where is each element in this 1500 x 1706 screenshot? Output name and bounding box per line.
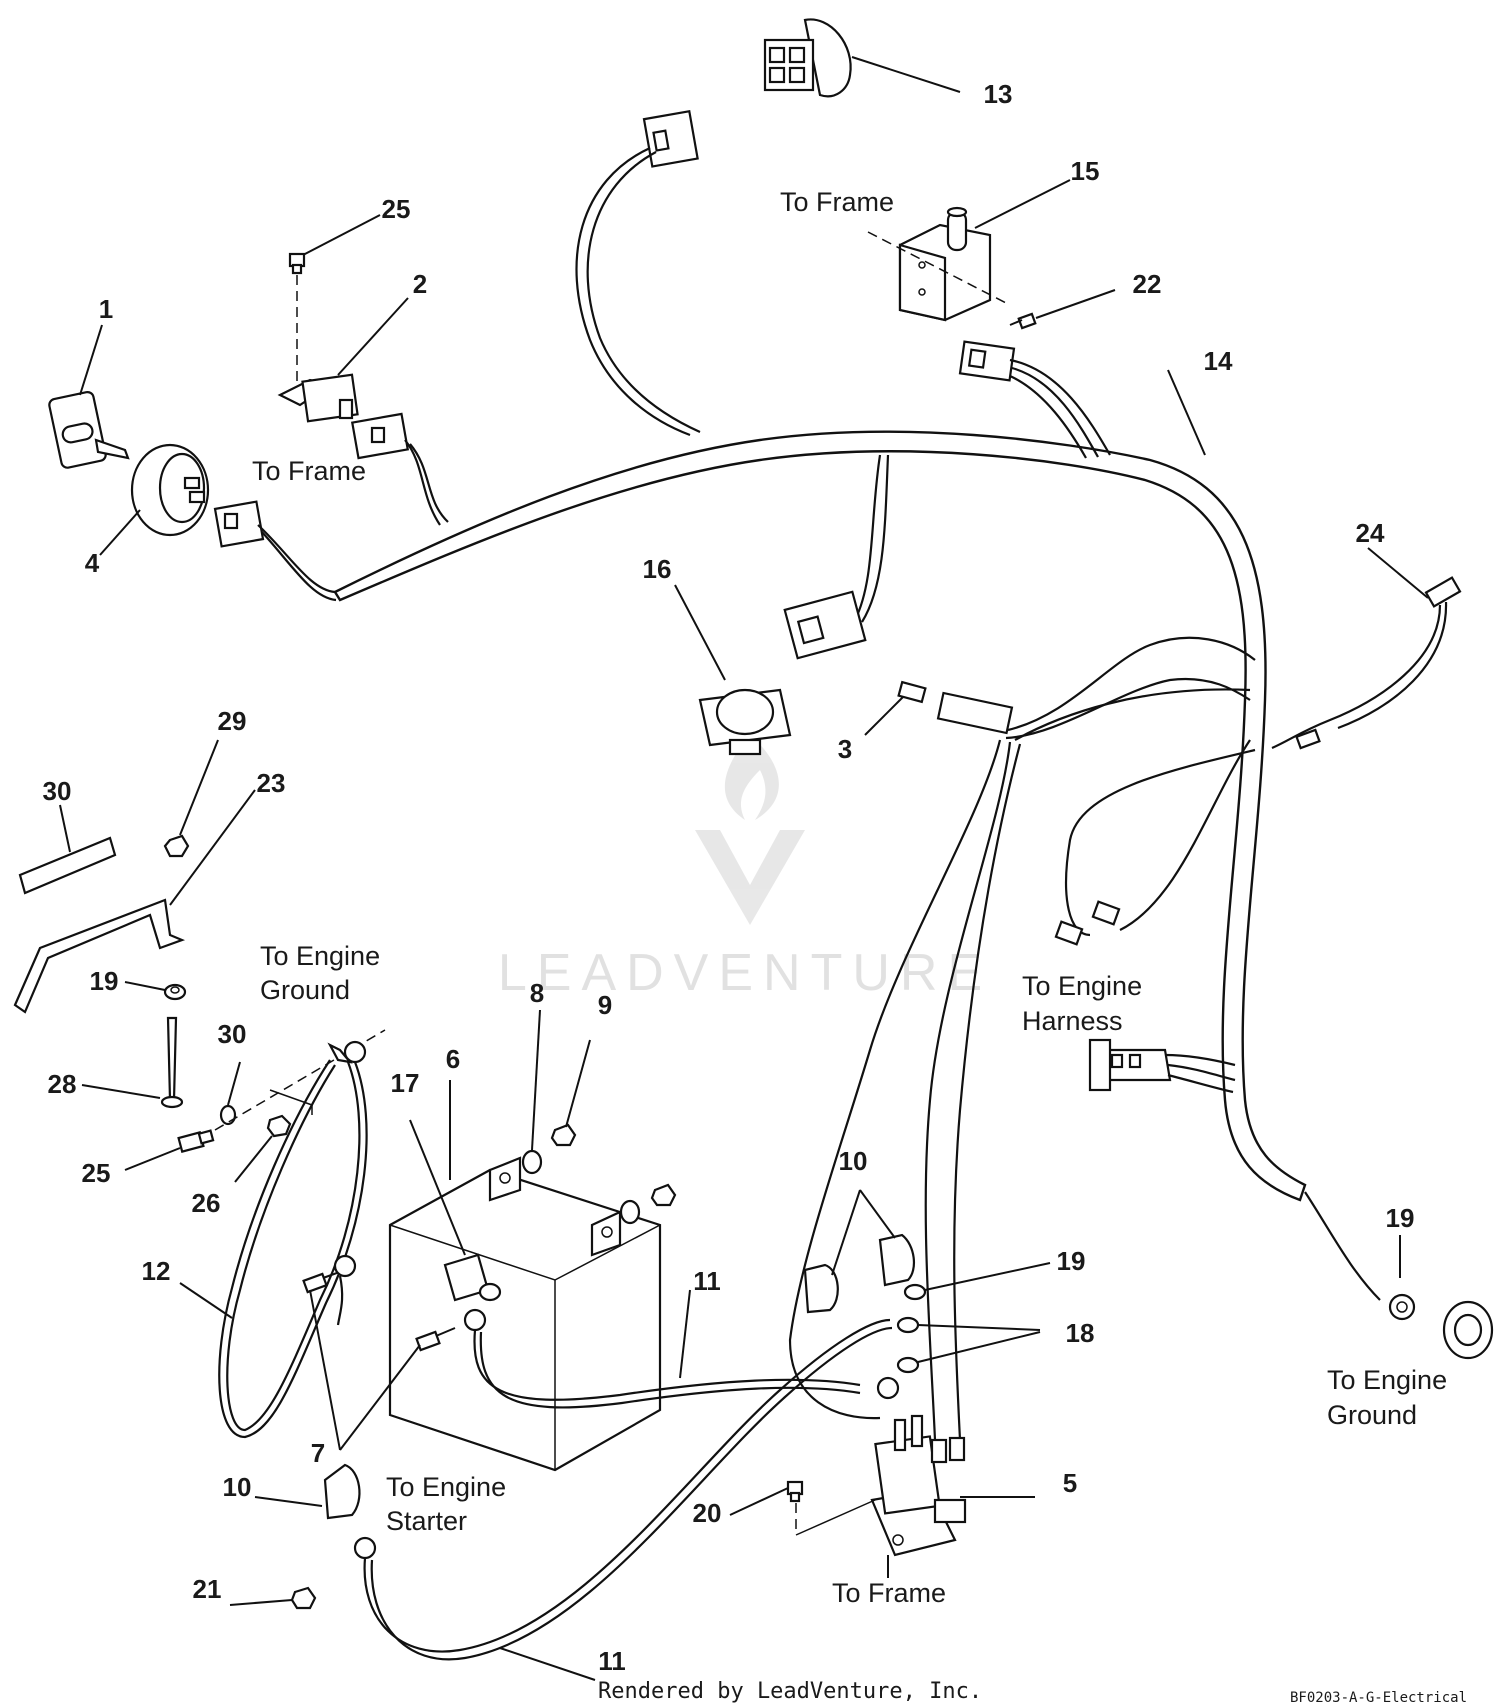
labels: To Frame To Frame To Frame To Engine Gro… <box>252 187 1447 1608</box>
part-26-nut[interactable] <box>266 1114 292 1138</box>
callout-12: 12 <box>142 1256 171 1286</box>
part-12-ground-cable[interactable] <box>218 1040 368 1439</box>
main-harness[interactable] <box>333 430 1307 1202</box>
label-engine-starter-1: To Engine <box>386 1472 506 1502</box>
label-engine-ground-right-2: Ground <box>1327 1400 1417 1430</box>
part-19-nut-left[interactable] <box>163 983 187 1001</box>
watermark: LEADVENTURE <box>498 735 992 1002</box>
part-22-screw[interactable] <box>1009 312 1037 330</box>
part-11-cable-lower[interactable] <box>353 1318 893 1661</box>
part-2-relay[interactable] <box>277 373 359 423</box>
part-25-screw-left[interactable] <box>177 1129 215 1153</box>
callout-3: 3 <box>838 734 852 764</box>
callout-16: 16 <box>643 554 672 584</box>
part-19-nut-middle[interactable] <box>903 1283 927 1301</box>
label-engine-starter-2: Starter <box>386 1506 467 1536</box>
part-10-boots-right[interactable] <box>803 1233 916 1314</box>
ignition-connector[interactable] <box>213 500 337 602</box>
callout-20: 20 <box>693 1498 722 1528</box>
part-9-nut[interactable] <box>550 1123 677 1207</box>
label-engine-harness-1: To Engine <box>1022 971 1142 1001</box>
callout-7: 7 <box>311 1438 325 1468</box>
part-5-solenoid[interactable] <box>870 1414 967 1557</box>
label-engine-ground-right-1: To Engine <box>1327 1365 1447 1395</box>
callout-10-left: 10 <box>223 1472 252 1502</box>
part-20-screw[interactable] <box>786 1480 804 1503</box>
top-plug[interactable] <box>575 109 701 437</box>
part-28-stud[interactable] <box>160 1016 184 1109</box>
part-7-bolts[interactable] <box>302 1254 456 1352</box>
callout-10-right: 10 <box>839 1146 868 1176</box>
part-16-sensor[interactable] <box>698 688 792 756</box>
callout-25-left: 25 <box>82 1158 111 1188</box>
part-25-screw-top[interactable] <box>288 252 306 275</box>
callout-19-right: 19 <box>1386 1203 1415 1233</box>
part-19-ring-terminal-right[interactable] <box>1388 1293 1416 1321</box>
switch-connector[interactable] <box>958 340 1111 459</box>
callout-13: 13 <box>984 79 1013 109</box>
callout-5: 5 <box>1063 1468 1077 1498</box>
watermark-logo-icon <box>695 735 805 925</box>
engine-ground-grommet[interactable] <box>1442 1300 1494 1360</box>
part-21-nut[interactable] <box>290 1586 317 1610</box>
part-30-washer[interactable] <box>219 1104 237 1126</box>
part-23-bracket[interactable] <box>13 898 186 1014</box>
engine-harness-connector[interactable] <box>1088 1038 1236 1094</box>
callout-11-lower: 11 <box>598 1646 626 1676</box>
part-29-nut[interactable] <box>163 834 190 858</box>
credit-text: Rendered by LeadVenture, Inc. <box>598 1679 982 1704</box>
drawing-code: BF0203-A-G-Electrical <box>1290 1690 1467 1706</box>
callout-4: 4 <box>85 548 100 578</box>
callout-21: 21 <box>193 1574 222 1604</box>
callout-2: 2 <box>413 269 427 299</box>
callout-29: 29 <box>218 706 247 736</box>
callout-8: 8 <box>530 978 544 1008</box>
part-13-connector[interactable] <box>763 18 852 98</box>
callout-11-upper: 11 <box>693 1266 721 1296</box>
callout-26: 26 <box>192 1188 221 1218</box>
label-engine-ground-left-1: To Engine <box>260 941 380 971</box>
callout-18: 18 <box>1066 1318 1095 1348</box>
callout-30-washer: 30 <box>218 1019 247 1049</box>
part-1-key[interactable] <box>48 390 130 469</box>
callout-17: 17 <box>391 1068 420 1098</box>
relay-harness-connector[interactable] <box>350 412 449 526</box>
callout-6: 6 <box>446 1044 460 1074</box>
part-10-boot-left[interactable] <box>323 1463 361 1520</box>
label-to-frame-bottom: To Frame <box>832 1578 946 1608</box>
callout-30-top: 30 <box>43 776 72 806</box>
part-3-fuse[interactable] <box>897 680 927 704</box>
callout-22: 22 <box>1133 269 1162 299</box>
part-18-washers[interactable] <box>896 1316 920 1374</box>
callout-9: 9 <box>598 990 612 1020</box>
part-4-ignition[interactable] <box>130 443 210 537</box>
callout-23: 23 <box>257 768 286 798</box>
label-to-frame-top: To Frame <box>780 187 894 217</box>
label-engine-harness-2: Harness <box>1022 1006 1123 1036</box>
part-6-battery[interactable] <box>388 1156 662 1472</box>
callout-15: 15 <box>1071 156 1100 186</box>
fuse-holder[interactable] <box>936 636 1256 740</box>
label-engine-ground-left-2: Ground <box>260 975 350 1005</box>
callout-1: 1 <box>99 294 113 324</box>
label-to-frame-left: To Frame <box>252 456 366 486</box>
part-8-washer[interactable] <box>521 1149 641 1225</box>
callout-14: 14 <box>1204 346 1233 376</box>
callouts: 1 2 3 4 5 6 7 8 9 10 10 11 11 12 13 14 1… <box>43 79 1415 1676</box>
callout-24: 24 <box>1356 518 1385 548</box>
callout-28: 28 <box>48 1069 77 1099</box>
part-15-switch[interactable] <box>898 206 992 322</box>
part-17-terminal-cover[interactable] <box>443 1253 502 1302</box>
callout-19-left: 19 <box>90 966 119 996</box>
part-24-wire-lead[interactable] <box>1271 576 1462 750</box>
part-11-cable-upper[interactable] <box>463 1308 900 1409</box>
watermark-text: LEADVENTURE <box>498 944 992 1002</box>
callout-19-middle: 19 <box>1057 1246 1086 1276</box>
part-30-pad-top[interactable] <box>18 836 117 895</box>
callout-25-top: 25 <box>382 194 411 224</box>
middle-connector[interactable] <box>783 454 890 660</box>
